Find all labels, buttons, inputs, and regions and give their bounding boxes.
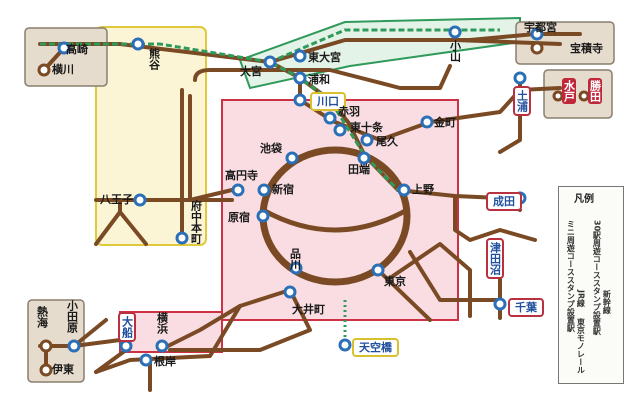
station-takasaki	[57, 41, 71, 55]
station-chiba	[493, 297, 507, 311]
label-harajuku: 原宿	[228, 211, 250, 224]
label-utsunomiya: 宇都宮	[524, 21, 557, 34]
station-oimachi	[283, 285, 297, 299]
station-ofuna	[119, 339, 133, 353]
legend-jr-line: JR線	[576, 290, 586, 308]
station-higashi-omiya	[293, 49, 307, 63]
legend-title: 凡例	[574, 194, 594, 205]
station-harajuku	[256, 209, 270, 223]
legend-stamp-blue: 30駅周遊コーススタンプ設置駅	[592, 220, 602, 336]
station-katsuta	[578, 90, 590, 102]
station-omiya	[263, 55, 277, 69]
label-hoshakuji: 宝積寺	[570, 42, 603, 55]
station-kawaguchi	[293, 93, 307, 107]
station-ikebukuro	[285, 151, 299, 165]
station-negishi	[139, 353, 153, 367]
label-oku: 尾久	[376, 135, 398, 148]
label-tabata: 田端	[348, 163, 370, 176]
station-mito	[552, 90, 564, 102]
label-takasaki: 高崎	[66, 43, 88, 56]
label-shinjuku: 新宿	[272, 183, 294, 196]
station-shinjuku	[257, 183, 271, 197]
label-kumagaya: 熊谷	[147, 48, 161, 70]
label-oyama: 小山	[448, 40, 462, 62]
label-atami: 熱海	[35, 306, 49, 328]
label-kanamachi: 金町	[434, 116, 456, 129]
mini-region-atami	[27, 299, 85, 383]
label-akabane: 赤羽	[338, 105, 360, 118]
label-yokohama: 横浜	[155, 312, 169, 334]
course-stations	[57, 25, 544, 367]
legend-monorail: 東京モノレール	[576, 318, 586, 374]
legend-stamp-brown: ミニ周遊コーススタンプ設置駅	[566, 220, 576, 332]
station-tenkubashi	[338, 338, 352, 352]
label-negishi: 根岸	[154, 355, 176, 368]
label-ofuna: 大船	[118, 312, 136, 342]
label-omiya: 大宮	[240, 65, 262, 78]
label-higashi-omiya: 東大宮	[308, 51, 341, 64]
station-fuchu-hommachi	[175, 231, 189, 245]
label-koenji: 高円寺	[225, 169, 258, 182]
label-kawaguchi: 川口	[310, 92, 346, 111]
label-yokokawa: 横川	[52, 63, 74, 76]
station-utsunomiya	[530, 27, 544, 41]
north-region	[238, 16, 521, 90]
station-urawa	[293, 71, 307, 85]
station-ito	[39, 363, 53, 377]
label-urawa: 浦和	[308, 73, 330, 86]
chuo-line-through	[261, 207, 409, 233]
station-hachioji	[133, 193, 147, 207]
mini-region-takasaki	[24, 27, 108, 87]
label-tsuchiura: 土浦	[513, 86, 531, 116]
label-ikebukuro: 池袋	[260, 142, 282, 155]
station-tokyo	[371, 263, 385, 277]
mini-stations	[37, 41, 590, 377]
label-tenkubashi: 天空橋	[352, 338, 399, 357]
label-katsuta: 勝田	[588, 78, 602, 104]
legend	[558, 186, 624, 384]
station-shinagawa	[289, 261, 303, 275]
label-tsudanuma: 津田沼	[486, 238, 504, 279]
label-ito: 伊東	[52, 363, 74, 376]
station-tabata	[357, 151, 371, 165]
label-shinagawa: 品川	[288, 248, 302, 270]
label-odawara: 小田原	[65, 300, 79, 333]
station-kumagaya	[131, 37, 145, 51]
label-tokyo: 東京	[384, 275, 406, 288]
station-atami	[39, 339, 53, 353]
station-hoshakuji	[530, 41, 544, 55]
label-narita: 成田	[486, 192, 522, 211]
station-akabane	[323, 111, 337, 125]
label-higashi-jujo: 東十条	[350, 121, 383, 134]
station-kanamachi	[420, 115, 434, 129]
station-yokokawa	[37, 63, 51, 77]
label-hachioji: 八王子	[100, 193, 133, 206]
label-fuchu-hommachi: 府中本町	[189, 200, 203, 244]
station-higashi-jujo	[333, 123, 347, 137]
west-region	[95, 26, 207, 246]
station-oyama	[448, 25, 462, 39]
legend-shinkansen: 新幹線	[602, 290, 612, 314]
station-oku	[360, 133, 374, 147]
label-chiba: 千葉	[508, 298, 544, 317]
station-koenji	[231, 183, 245, 197]
label-ueno: 上野	[412, 183, 434, 196]
station-yokohama	[155, 339, 169, 353]
label-mito: 水戸	[562, 78, 576, 104]
station-tsuchiura	[513, 71, 527, 85]
label-oimachi: 大井町	[292, 303, 325, 316]
station-odawara	[67, 339, 81, 353]
station-ueno	[397, 183, 411, 197]
